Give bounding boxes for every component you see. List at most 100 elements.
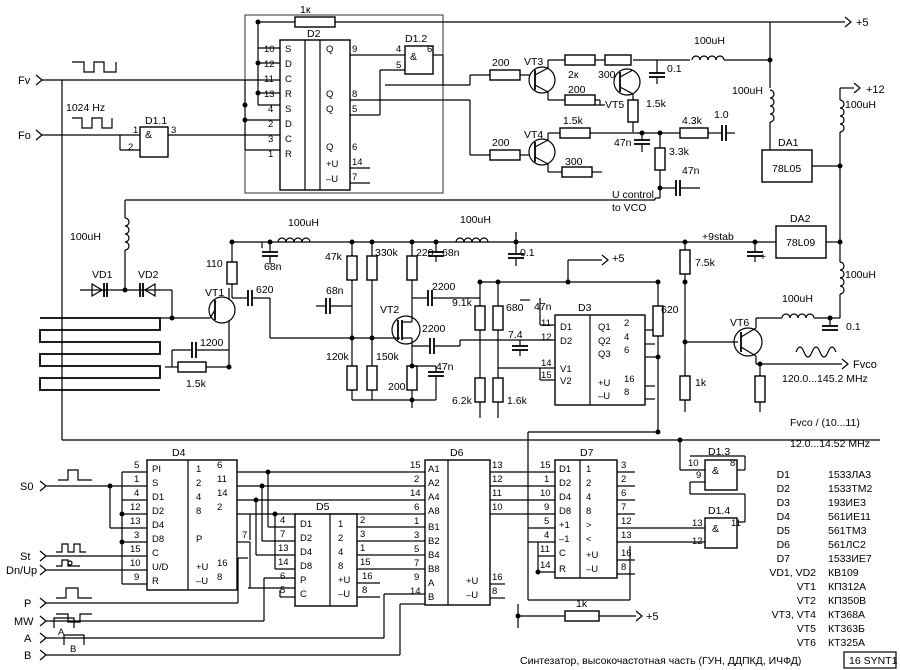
svg-text:VD1, VD2: VD1, VD2 <box>769 567 816 579</box>
svg-text:100uH: 100uH <box>460 214 491 226</box>
svg-text:1к: 1к <box>300 4 311 16</box>
svg-text:11: 11 <box>217 474 227 485</box>
svg-text:VT6: VT6 <box>797 637 816 649</box>
svg-text:110: 110 <box>206 258 223 270</box>
svg-text:VT2: VT2 <box>380 304 399 316</box>
svg-text:5: 5 <box>396 60 401 71</box>
svg-text:10: 10 <box>264 44 275 55</box>
svg-text:–U: –U <box>598 391 610 402</box>
svg-text:4: 4 <box>338 547 343 558</box>
svg-text:VT6: VT6 <box>730 317 749 329</box>
vt6-stage: 7.5k 1k VT6 100uH 0.1 Fvco 120.0...145.2… <box>679 242 877 412</box>
svg-text:47n: 47n <box>436 361 454 373</box>
svg-text:D1: D1 <box>300 519 312 530</box>
svg-text:A4: A4 <box>428 492 440 503</box>
svg-text:1.5k: 1.5k <box>186 378 207 390</box>
svg-text:9: 9 <box>134 572 139 583</box>
svg-text:D8: D8 <box>559 506 571 517</box>
svg-text:561ИЕ11: 561ИЕ11 <box>828 511 871 523</box>
svg-text:8: 8 <box>621 562 626 573</box>
svg-text:4: 4 <box>544 530 549 541</box>
svg-text:1200: 1200 <box>200 337 224 349</box>
divider-output-line: Fvco / (10...11) 12.0...14.52 MHz <box>61 80 880 546</box>
svg-text:VD1: VD1 <box>92 269 113 281</box>
svg-text:P: P <box>24 598 31 610</box>
svg-text:D1: D1 <box>559 464 571 475</box>
svg-text:S: S <box>285 44 291 55</box>
svg-text:D2: D2 <box>559 478 571 489</box>
svg-text:C: C <box>285 74 292 85</box>
svg-text:12: 12 <box>621 516 632 527</box>
svg-text:300: 300 <box>598 69 616 81</box>
svg-text:10: 10 <box>688 458 699 469</box>
svg-text:11: 11 <box>264 74 274 85</box>
svg-text:VT1: VT1 <box>205 287 224 299</box>
svg-text:200: 200 <box>388 381 406 393</box>
svg-text:D6: D6 <box>777 539 791 551</box>
svg-text:1533ЛА3: 1533ЛА3 <box>828 469 871 481</box>
svg-text:1: 1 <box>134 474 139 485</box>
svg-text:A2: A2 <box>428 478 440 489</box>
svg-text:12: 12 <box>541 332 552 343</box>
svg-text:<: < <box>586 534 592 545</box>
svg-text:7: 7 <box>242 530 247 541</box>
input-fo: Fo 1024 Hz <box>18 102 140 142</box>
chip-d6: D6 A1 A2 A4 A8 B1 B2 B4 B8 A B 15 2 14 6… <box>410 447 555 606</box>
svg-text:4: 4 <box>280 515 285 526</box>
svg-text:Q3: Q3 <box>598 349 611 360</box>
svg-text:D1: D1 <box>777 469 791 481</box>
svg-text:U control: U control <box>612 189 654 201</box>
svg-text:620: 620 <box>661 304 679 316</box>
svg-text:S: S <box>285 104 291 115</box>
svg-text:10: 10 <box>130 558 141 569</box>
svg-text:D8: D8 <box>300 561 312 572</box>
svg-text:78L09: 78L09 <box>786 237 815 249</box>
svg-text:1: 1 <box>338 519 343 530</box>
svg-text:+9stab: +9stab <box>702 231 734 243</box>
svg-text:6: 6 <box>217 460 222 471</box>
svg-text:120k: 120k <box>326 351 350 363</box>
svg-text:D7: D7 <box>777 553 791 565</box>
sheet-id: 16 SYNT1 <box>849 655 898 667</box>
svg-text:7: 7 <box>414 558 419 569</box>
svg-text:12: 12 <box>492 474 503 485</box>
svg-text:КТ368А: КТ368А <box>828 609 865 621</box>
svg-text:Q: Q <box>326 142 333 153</box>
svg-text:1: 1 <box>268 149 273 160</box>
svg-text:2: 2 <box>217 502 222 513</box>
svg-text:300: 300 <box>565 156 583 168</box>
svg-text:14: 14 <box>540 560 551 571</box>
svg-text:47k: 47k <box>325 251 343 263</box>
svg-text:4: 4 <box>196 492 201 503</box>
svg-text:R: R <box>285 149 292 160</box>
svg-text:561ЛС2: 561ЛС2 <box>828 539 866 551</box>
svg-text:2: 2 <box>128 142 133 153</box>
svg-text:14: 14 <box>352 157 363 168</box>
control-inputs: S0 St Dn/Up P MW A A B B <box>6 469 410 662</box>
svg-text:10: 10 <box>540 488 551 499</box>
svg-text:–1: –1 <box>559 534 570 545</box>
svg-text:6: 6 <box>414 502 419 513</box>
chip-d2: D2 S D C R S D C R 10 12 11 13 4 2 3 1 Q… <box>244 14 470 194</box>
svg-text:B8: B8 <box>428 564 440 575</box>
svg-text:D2: D2 <box>307 28 321 40</box>
svg-text:–U: –U <box>338 589 350 600</box>
svg-text:D: D <box>285 119 292 130</box>
svg-text:B2: B2 <box>428 536 440 547</box>
svg-text:MW: MW <box>14 616 34 628</box>
svg-text:Fv: Fv <box>18 75 31 87</box>
svg-text:D4: D4 <box>777 511 791 523</box>
svg-text:7: 7 <box>352 172 357 183</box>
svg-text:6: 6 <box>624 345 629 356</box>
chip-d1-4: & D1.4 13 12 11 <box>680 505 745 549</box>
vt4-stage: 200 VT4 1.5k 300 4.3k 1.0 47n 3.3k <box>124 100 735 218</box>
svg-text:St: St <box>20 551 30 563</box>
svg-text:47n: 47n <box>614 137 632 149</box>
vt3-stage: 200 VT3 2к 300 200 VT5 1.5k 0.1 <box>489 22 771 132</box>
junctions <box>107 19 843 619</box>
svg-text:A: A <box>24 633 32 645</box>
svg-text:S: S <box>152 478 158 489</box>
svg-text:9: 9 <box>696 470 701 481</box>
svg-text:9: 9 <box>544 502 549 513</box>
svg-text:–U: –U <box>466 590 478 601</box>
